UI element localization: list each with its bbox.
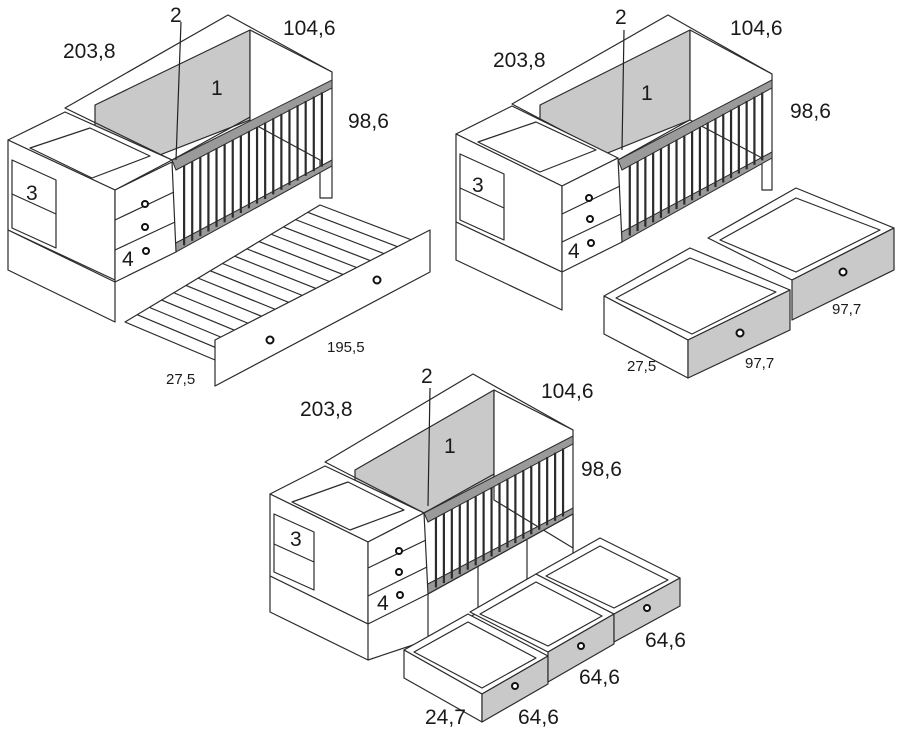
open-shelf xyxy=(11,159,57,249)
trundle-slat xyxy=(136,314,229,354)
drawer-knob xyxy=(142,247,150,255)
leader-line xyxy=(621,29,625,151)
dimension-height: 98,6 xyxy=(790,100,831,123)
dimension-length: 203,8 xyxy=(63,40,116,63)
dimension-drawer-height: 27,5 xyxy=(627,358,656,375)
drawer-line-2 xyxy=(114,221,176,251)
dimension-length: 203,8 xyxy=(300,398,353,421)
changer-tray xyxy=(29,127,151,179)
changer-tray xyxy=(477,121,597,173)
bed-base xyxy=(455,221,563,311)
drawer-b-inner xyxy=(479,581,603,647)
dimension-trundle-height: 27,5 xyxy=(166,371,195,388)
dimension-width: 104,6 xyxy=(283,17,336,40)
part-label-1: 1 xyxy=(211,77,223,100)
drawer-c-inner xyxy=(545,545,669,609)
dimension-drawer-b-width: 64,6 xyxy=(579,666,620,689)
drawer-block xyxy=(561,157,623,273)
dimension-drawer-height: 24,7 xyxy=(425,706,466,729)
trundle-slat xyxy=(283,226,386,268)
dimension-width: 104,6 xyxy=(541,380,594,403)
part-label-1: 1 xyxy=(444,435,456,458)
drawer-1-inner xyxy=(615,257,777,335)
dimension-drawer-2-width: 97,7 xyxy=(832,301,861,318)
drawer-knob xyxy=(577,642,585,650)
shelf-divider xyxy=(11,193,57,215)
bed-slats xyxy=(628,92,764,236)
part-label-3: 3 xyxy=(26,182,38,205)
drawer-knob xyxy=(396,591,404,599)
changer-tray xyxy=(291,481,405,531)
drawer-knob xyxy=(395,568,403,576)
dimension-height: 98,6 xyxy=(581,458,622,481)
shelf-divider xyxy=(459,187,505,209)
bed-slats xyxy=(434,448,565,588)
variant-trundle-bed: 203,8 104,6 98,6 2 1 3 4 195,5 27,5 xyxy=(7,4,431,388)
trundle-knob xyxy=(265,335,275,345)
leader-line xyxy=(427,387,431,507)
drawer-block xyxy=(114,161,177,283)
drawer-knob xyxy=(643,604,651,612)
dimension-height: 98,6 xyxy=(348,110,389,133)
drawer-knob xyxy=(586,215,594,223)
part-label-1: 1 xyxy=(641,82,653,105)
part-label-4: 4 xyxy=(122,248,134,271)
open-shelf xyxy=(459,153,505,241)
drawer-knob xyxy=(838,267,848,277)
trundle-slat xyxy=(307,211,413,253)
part-label-3: 3 xyxy=(290,528,302,551)
dimension-length: 203,8 xyxy=(493,49,546,72)
trundle-slat xyxy=(271,233,373,275)
trundle-front xyxy=(214,229,431,387)
trundle-slat xyxy=(295,219,399,260)
trundle-knob xyxy=(372,275,382,285)
drawer-knob xyxy=(141,223,149,231)
drawer-knob xyxy=(585,194,593,202)
bed-end-panel xyxy=(493,389,574,549)
drawer-knob xyxy=(587,239,595,247)
dimension-trundle-length: 195,5 xyxy=(327,339,365,356)
part-label-2: 2 xyxy=(421,365,433,388)
drawer-a-inner xyxy=(413,621,537,689)
part-label-2: 2 xyxy=(615,6,627,29)
bed-front-rail xyxy=(171,79,333,171)
drawer-knob xyxy=(395,547,403,555)
drawer-2-inner xyxy=(719,197,881,273)
dimension-drawer-a-width: 64,6 xyxy=(518,706,559,729)
part-label-3: 3 xyxy=(472,174,484,197)
dimension-drawer-1-width: 97,7 xyxy=(745,355,774,372)
bed-base xyxy=(7,229,116,323)
drawer-line-2 xyxy=(367,566,428,597)
drawer-knob xyxy=(735,328,745,338)
bed-front-rail xyxy=(617,79,773,171)
drawer-knob xyxy=(141,200,149,208)
part-label-4: 4 xyxy=(377,592,389,615)
shelf-divider xyxy=(273,543,315,563)
dimension-width: 104,6 xyxy=(730,17,783,40)
variant-three-drawers: 203,8 104,6 98,6 2 1 3 4 24,7 64,6 64,6 … xyxy=(269,365,686,729)
dimension-drawer-c-width: 64,6 xyxy=(645,629,686,652)
variant-two-drawers: 203,8 104,6 98,6 2 1 3 4 27,5 97,7 97,7 xyxy=(455,6,895,379)
open-shelf xyxy=(273,513,315,591)
drawer-knob xyxy=(511,682,519,690)
bed-bottom-rail xyxy=(171,159,333,253)
part-label-2: 2 xyxy=(170,4,182,27)
part-label-4: 4 xyxy=(568,240,580,263)
bed-slats xyxy=(183,92,323,246)
leader-line xyxy=(175,21,182,161)
drawer-line-2 xyxy=(561,213,622,243)
bed-front-rail xyxy=(423,435,574,523)
